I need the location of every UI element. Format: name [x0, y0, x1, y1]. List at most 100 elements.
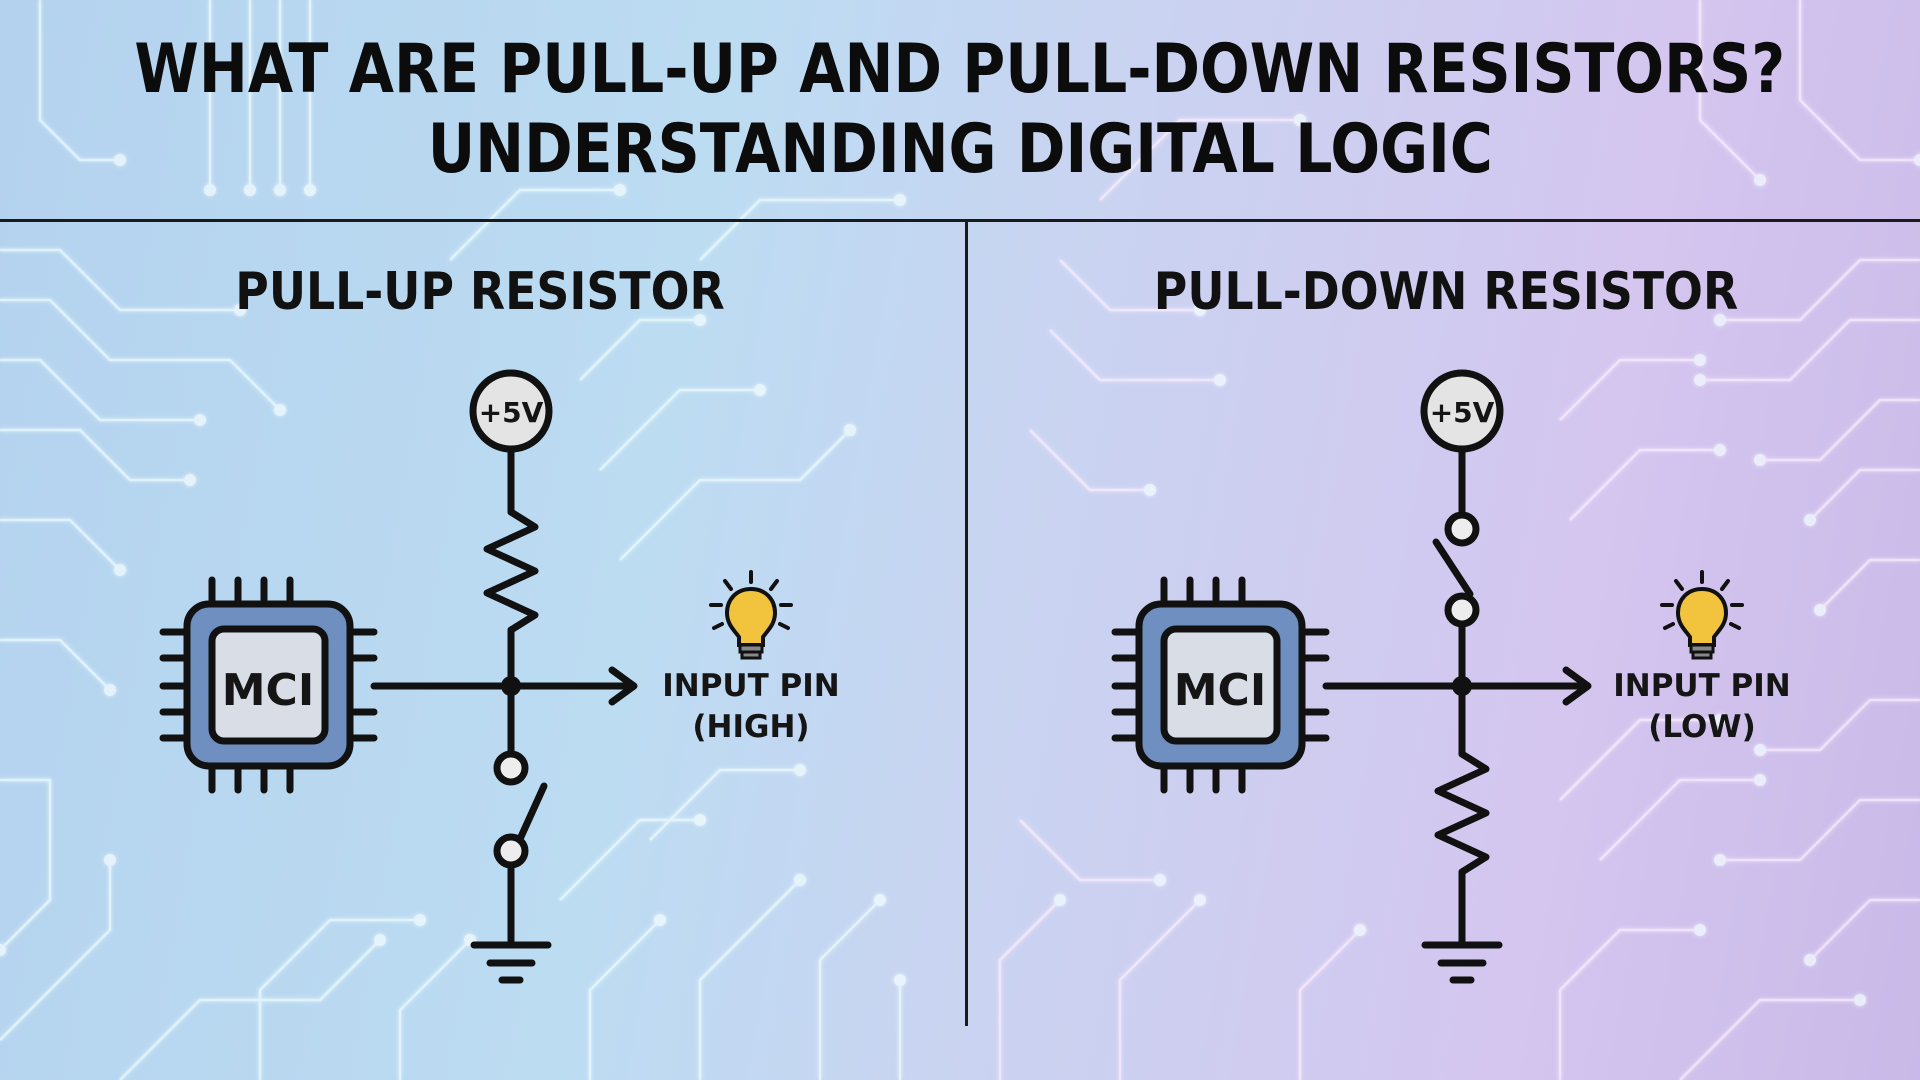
background-trace: [449, 188, 620, 261]
background-trace: [1720, 258, 1920, 322]
background-trace: [1298, 929, 1361, 1080]
page-title: WHAT ARE PULL-UP AND PULL-DOWN RESISTORS…: [134, 30, 1786, 109]
background-trace: [699, 198, 900, 261]
background-trace-dot: [1714, 444, 1726, 456]
background-trace: [0, 358, 200, 422]
background-trace-dot: [1804, 954, 1816, 966]
background-trace: [1700, 318, 1920, 382]
background-trace: [579, 318, 700, 381]
background-trace: [1760, 698, 1920, 752]
background-trace-dot: [104, 684, 116, 696]
background-trace-dot: [894, 974, 906, 986]
background-trace-dot: [1054, 894, 1066, 906]
pull-down-title: PULL-DOWN RESISTOR: [1153, 262, 1739, 322]
background-trace: [1099, 118, 1300, 201]
pull-down-diagram: MCI +5V: [1111, 369, 1791, 984]
background-trace-dot: [754, 384, 766, 396]
background-trace: [1059, 259, 1200, 312]
background-trace-dot: [304, 184, 316, 196]
supply-label: +5V: [479, 396, 544, 429]
switch-contact: [1444, 511, 1480, 547]
background-trace: [0, 778, 52, 951]
switch-lever: [516, 782, 548, 843]
mcu-chip-core: [1160, 625, 1281, 745]
mcu-chip-pins: [1111, 576, 1330, 794]
background-trace-dot: [654, 914, 666, 926]
background-trace-dot: [1354, 924, 1366, 936]
background-trace-dot: [1194, 894, 1206, 906]
background-trace-dot: [1714, 854, 1726, 866]
background-trace-dot: [184, 474, 196, 486]
junction-dot: [1452, 676, 1472, 696]
background-trace-dot: [114, 564, 126, 576]
panel-divider: [965, 221, 968, 1026]
background-trace: [599, 388, 760, 471]
background-trace: [1679, 998, 1860, 1080]
background-trace-dot: [114, 154, 126, 166]
lightbulb-icon: [1660, 570, 1744, 660]
background-trace-dot: [414, 914, 426, 926]
background-trace-dot: [614, 184, 626, 196]
background-trace-dot: [244, 184, 256, 196]
junction-dot: [501, 676, 521, 696]
background-trace: [1049, 329, 1220, 382]
background-trace: [38, 0, 120, 162]
background-trace: [1599, 778, 1760, 861]
background-trace-dot: [1754, 174, 1766, 186]
background-trace: [818, 899, 881, 1080]
switch-lever: [1432, 538, 1474, 598]
background-trace-dot: [1754, 774, 1766, 786]
background-trace-dot: [1754, 744, 1766, 756]
background-trace: [1569, 448, 1720, 521]
background-trace: [1819, 558, 1920, 611]
background-trace-dot: [374, 934, 386, 946]
background-trace: [1019, 819, 1160, 882]
background-trace-dot: [1694, 354, 1706, 366]
resistor-symbol: [1434, 750, 1490, 876]
background-trace: [398, 939, 471, 1080]
background-trace-dot: [794, 874, 806, 886]
background-trace: [0, 638, 111, 691]
switch-contact: [493, 750, 529, 786]
background-trace-dot: [1854, 994, 1866, 1006]
background-trace: [1809, 898, 1920, 961]
background-trace: [619, 429, 851, 561]
background-trace: [1558, 928, 1700, 1080]
background-trace-dot: [694, 814, 706, 826]
input-pin-state: (HIGH): [692, 709, 809, 745]
page-subtitle: UNDERSTANDING DIGITAL LOGIC: [427, 110, 1493, 189]
background-trace-dot: [1214, 374, 1226, 386]
background-trace-dot: [1694, 374, 1706, 386]
background-trace: [698, 879, 801, 1080]
input-pin-state: (LOW): [1648, 709, 1756, 745]
background-trace-dot: [694, 314, 706, 326]
background-trace-dot: [874, 894, 886, 906]
background-trace-dot: [1714, 714, 1726, 726]
background-trace-dot: [1804, 514, 1816, 526]
background-trace: [1118, 899, 1201, 1080]
background-trace: [998, 899, 1061, 1080]
mcu-chip-label: MCI: [1174, 665, 1266, 716]
background-trace: [0, 248, 240, 312]
background-trace-dot: [234, 304, 246, 316]
background-trace-dot: [204, 184, 216, 196]
page-header: WHAT ARE PULL-UP AND PULL-DOWN RESISTORS…: [0, 0, 1920, 220]
background-trace: [588, 919, 661, 1080]
background-trace: [1760, 398, 1920, 462]
background-trace: [1698, 0, 1761, 181]
background-trace-dot: [274, 184, 286, 196]
background-trace-dot: [1914, 154, 1920, 166]
pull-up-diagram: MCI +5V: [159, 369, 840, 984]
background-trace-dot: [274, 404, 286, 416]
background-trace: [258, 918, 420, 1080]
background-trace-dot: [194, 414, 206, 426]
mcu-chip-pins: [159, 576, 378, 794]
background-trace-dot: [1154, 874, 1166, 886]
background-trace: [0, 428, 190, 482]
pull-up-title: PULL-UP RESISTOR: [235, 262, 725, 322]
background-trace-dot: [1814, 604, 1826, 616]
background-trace: [1720, 798, 1920, 862]
background-trace-dot: [844, 424, 856, 436]
